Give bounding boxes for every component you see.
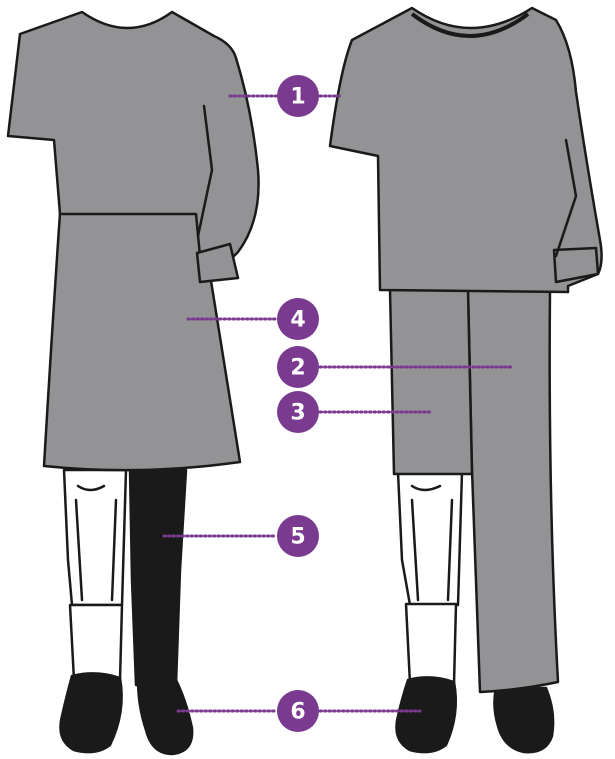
right-figure-shoe-right [494, 688, 553, 752]
long-trouser-leg [468, 290, 558, 692]
left-figure-shoe-left [61, 673, 122, 752]
callout-6-number: 6 [290, 700, 305, 725]
callout-4-number: 4 [290, 308, 305, 333]
callout-3-number: 3 [290, 401, 305, 426]
left-figure-shoe-right [138, 680, 192, 754]
right-figure-sock [406, 604, 456, 684]
left-figure-dark-stocking [130, 470, 186, 685]
callout-1-number: 1 [290, 85, 305, 110]
right-figure-light-stocking [398, 472, 462, 605]
right-figure-shoe-left [397, 677, 456, 752]
left-figure [8, 12, 259, 754]
shorts-leg [390, 290, 472, 474]
callout-2-number: 2 [290, 356, 305, 381]
callout-5-number: 5 [290, 525, 305, 550]
right-figure [330, 8, 602, 752]
left-figure-sock [70, 605, 122, 680]
